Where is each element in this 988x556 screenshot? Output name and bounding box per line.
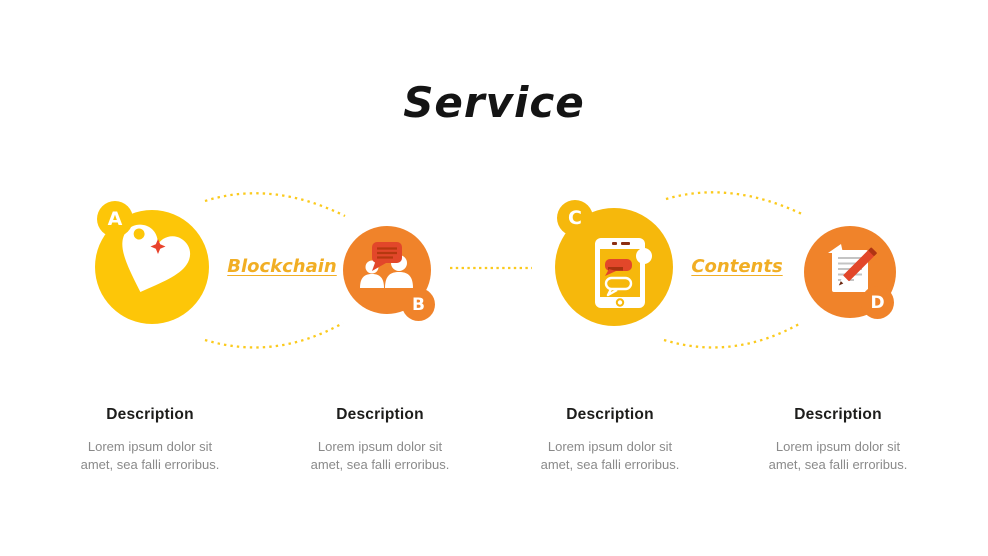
sparkle-icon bbox=[150, 239, 166, 254]
notification-dot-icon bbox=[636, 248, 652, 264]
description-block-4: Description Lorem ipsum dolor sit amet, s… bbox=[743, 406, 933, 474]
description-line: amet, sea falli erroribus. bbox=[540, 456, 680, 472]
contents-label[interactable]: Contents bbox=[691, 256, 783, 277]
home-button-icon bbox=[615, 298, 625, 307]
description-line: Lorem ipsum dolor sit bbox=[317, 439, 443, 454]
description-body: Lorem ipsum dolor sit amet, sea falli err… bbox=[285, 438, 475, 474]
description-block-2: Description Lorem ipsum dolor sit amet, s… bbox=[285, 406, 475, 474]
badge-d: D bbox=[861, 286, 894, 319]
bicep-strength-icon bbox=[122, 224, 191, 292]
description-body: Lorem ipsum dolor sit amet, sea falli err… bbox=[515, 438, 705, 474]
circle-a bbox=[95, 210, 209, 324]
document-pencil-icon bbox=[828, 244, 877, 292]
page-title: Service bbox=[403, 78, 585, 127]
dotted-arc-bottom-left bbox=[204, 321, 344, 349]
description-line: amet, sea falli erroribus. bbox=[768, 456, 908, 472]
description-body: Lorem ipsum dolor sit amet, sea falli err… bbox=[55, 438, 245, 474]
description-block-3: Description Lorem ipsum dolor sit amet, s… bbox=[515, 406, 705, 474]
badge-b: B bbox=[402, 288, 435, 321]
description-line: amet, sea falli erroribus. bbox=[310, 456, 450, 472]
dotted-arc-top-left bbox=[204, 192, 346, 218]
description-line: Lorem ipsum dolor sit bbox=[547, 439, 673, 454]
description-heading: Description bbox=[336, 406, 424, 423]
blockchain-label[interactable]: Blockchain bbox=[227, 256, 337, 277]
description-heading: Description bbox=[794, 406, 882, 423]
badge-a: A bbox=[97, 201, 133, 237]
description-block-1: Description Lorem ipsum dolor sit amet, s… bbox=[55, 406, 245, 474]
description-line: amet, sea falli erroribus. bbox=[80, 456, 220, 472]
description-body: Lorem ipsum dolor sit amet, sea falli err… bbox=[743, 438, 933, 474]
dotted-arc-top-right bbox=[665, 191, 805, 217]
dotted-arc-bottom-right bbox=[663, 321, 802, 349]
description-line: Lorem ipsum dolor sit bbox=[87, 439, 213, 454]
description-line: Lorem ipsum dolor sit bbox=[775, 439, 901, 454]
people-chat-icon bbox=[360, 242, 413, 288]
phone-chat-icon bbox=[595, 238, 652, 308]
badge-c: C bbox=[557, 200, 593, 236]
description-heading: Description bbox=[106, 406, 194, 423]
description-heading: Description bbox=[566, 406, 654, 423]
